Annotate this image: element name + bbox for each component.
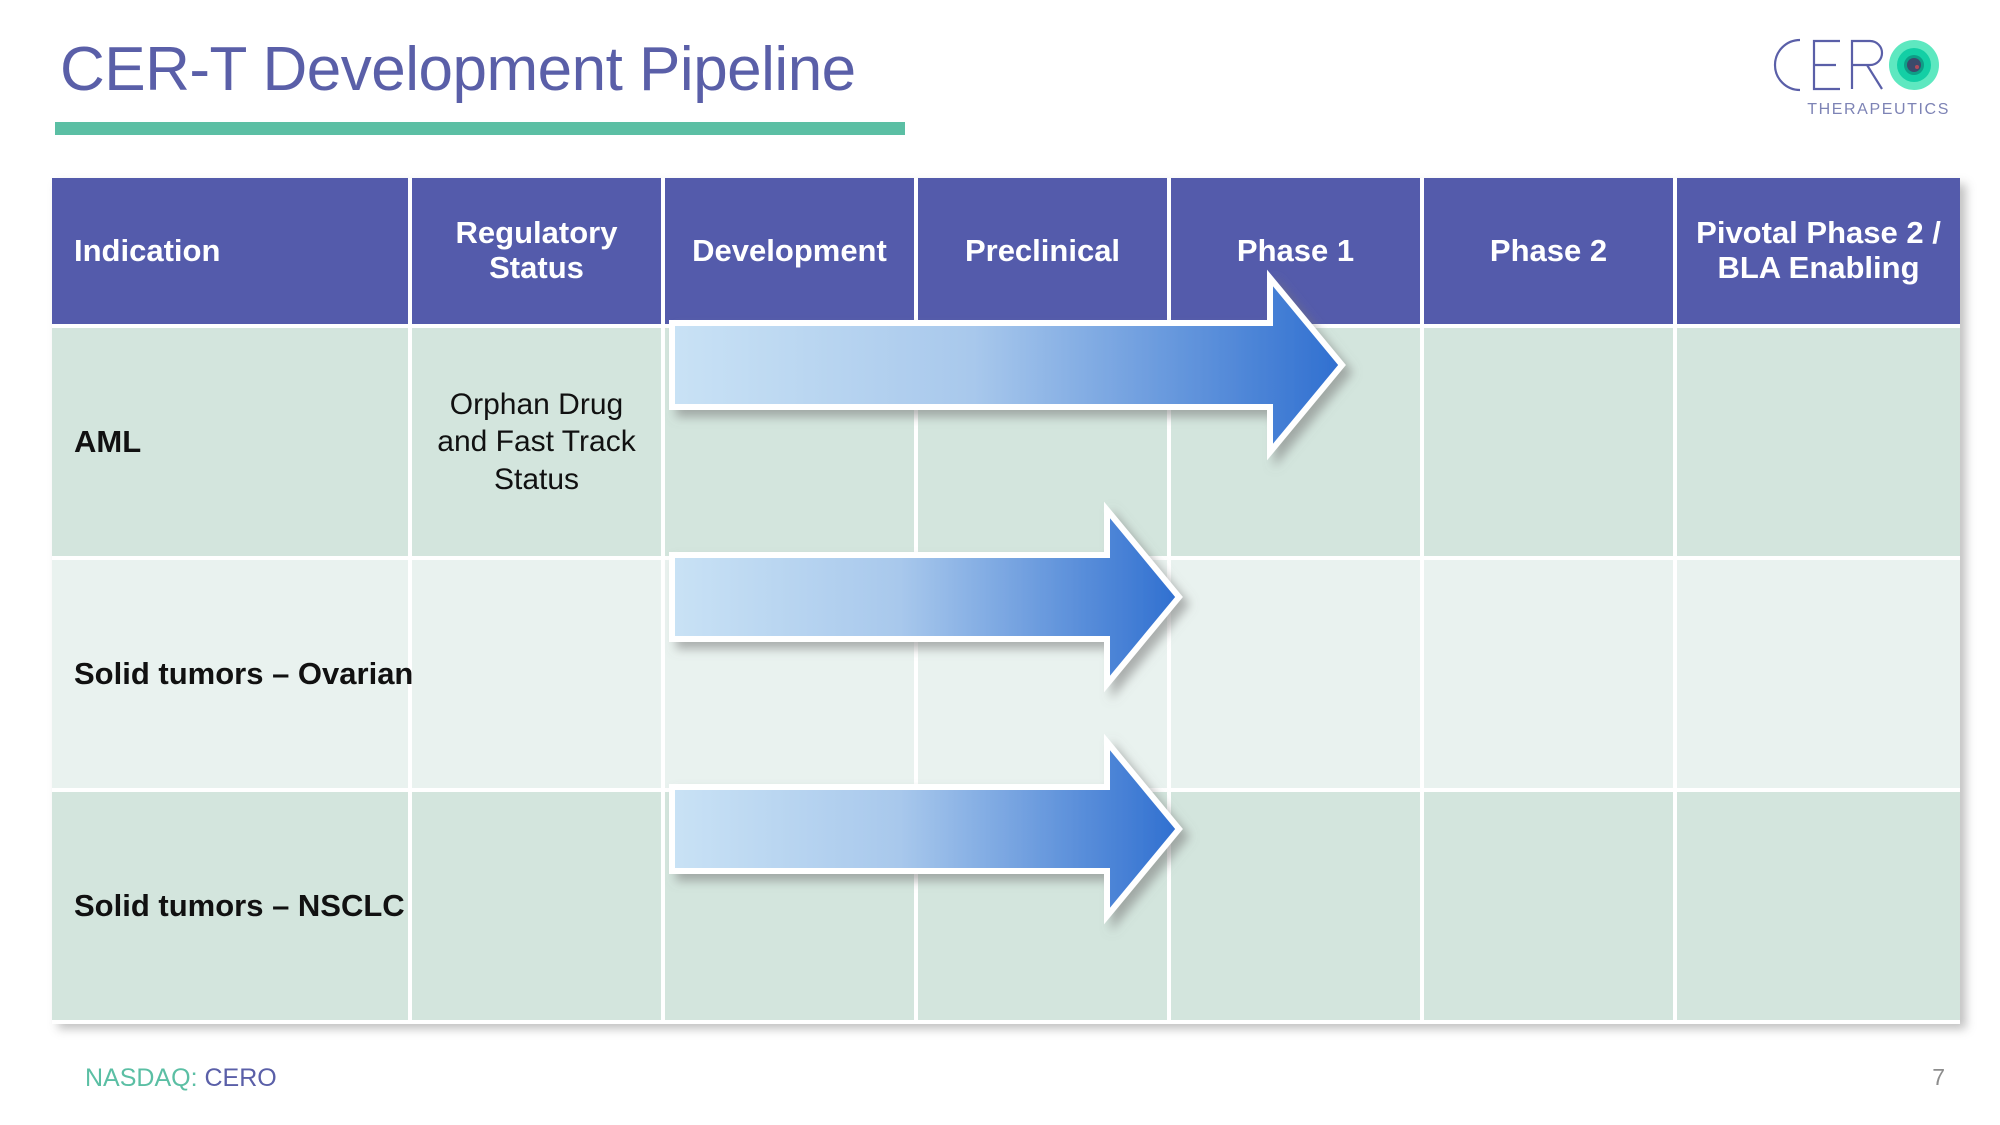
cell-pivotal-phase-2 — [1677, 560, 1960, 792]
table-row: Solid tumors – NSCLC — [52, 792, 1960, 1024]
cell-phase-1 — [1171, 792, 1424, 1024]
column-header-regulatory-status: Regulatory Status — [412, 178, 665, 328]
cell-regulatory-status — [412, 792, 665, 1024]
page-title: CER-T Development Pipeline — [60, 35, 856, 104]
cero-circle-mark — [1889, 40, 1939, 90]
cell-regulatory-status: Orphan Drug and Fast Track Status — [412, 328, 665, 560]
page-number: 7 — [1932, 1064, 1945, 1090]
regulatory-status-text: Orphan Drug and Fast Track Status — [437, 387, 636, 496]
cell-phase-2 — [1424, 328, 1677, 560]
cell-indication: AML — [52, 328, 412, 560]
cell-preclinical — [918, 560, 1171, 792]
cell-phase-1 — [1171, 328, 1424, 560]
cell-indication: Solid tumors – NSCLC — [52, 792, 412, 1024]
cell-phase-2 — [1424, 792, 1677, 1024]
indication-label: Solid tumors – NSCLC — [74, 888, 405, 923]
cell-indication: Solid tumors – Ovarian — [52, 560, 414, 792]
column-header-phase-1: Phase 1 — [1171, 178, 1424, 328]
cell-development — [665, 328, 918, 560]
cell-pivotal-phase-2 — [1677, 328, 1960, 560]
column-header-indication: Indication — [52, 178, 412, 328]
column-header-pivotal-phase-2-bla-enabling: Pivotal Phase 2 / BLA Enabling — [1677, 178, 1960, 328]
cero-therapeutics-logo: THERAPEUTICS — [1762, 28, 1952, 120]
column-header-phase-2: Phase 2 — [1424, 178, 1677, 328]
cell-regulatory-status — [412, 560, 665, 792]
cell-phase-2 — [1424, 560, 1677, 792]
indication-label: Solid tumors – Ovarian — [74, 656, 414, 691]
cell-pivotal-phase-2 — [1677, 792, 1960, 1024]
cell-development — [665, 792, 918, 1024]
footer-ticker-symbol: CERO — [204, 1064, 277, 1092]
table-header-row: Indication Regulatory Status Development… — [52, 178, 1960, 328]
footer-exchange-label: NASDAQ: — [85, 1064, 198, 1092]
cell-development — [665, 560, 918, 792]
column-header-development: Development — [665, 178, 918, 328]
table-row: Solid tumors – Ovarian — [52, 560, 1960, 792]
cell-preclinical — [918, 328, 1171, 560]
footer-ticker: NASDAQ: CERO — [85, 1064, 277, 1093]
title-underline-bar — [55, 122, 905, 135]
cell-preclinical — [918, 792, 1171, 1024]
indication-label: AML — [74, 424, 142, 459]
pipeline-table: Indication Regulatory Status Development… — [52, 178, 1960, 1024]
cell-phase-1 — [1171, 560, 1424, 792]
table-row: AML Orphan Drug and Fast Track Status — [52, 328, 1960, 560]
logo-tagline: THERAPEUTICS — [1807, 101, 1950, 118]
column-header-preclinical: Preclinical — [918, 178, 1171, 328]
